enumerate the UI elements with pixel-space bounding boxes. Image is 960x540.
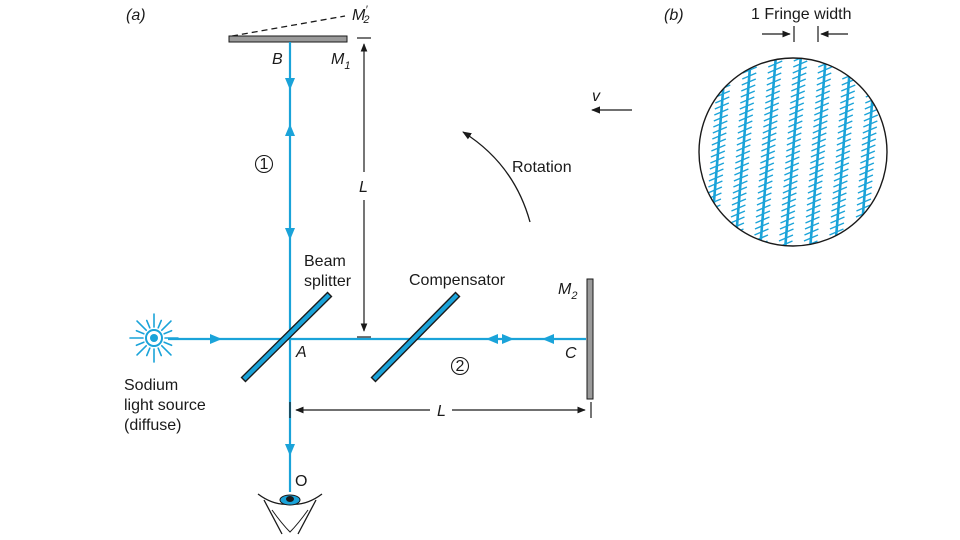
length-vertical-label: L	[359, 179, 368, 196]
eye-icon	[257, 493, 323, 535]
beam-splitter-label-2: splitter	[304, 273, 352, 290]
beam-splitter-glass	[242, 293, 331, 381]
point-o-label: O	[295, 473, 307, 490]
compensator-label: Compensator	[409, 272, 506, 289]
path-2-marker	[450, 356, 470, 376]
fringe-viewport	[698, 57, 888, 247]
rotation-label: Rotation	[512, 159, 572, 176]
light-source-icon	[129, 313, 179, 363]
mirror-m2-label: M2	[558, 281, 577, 302]
beam-arrow-right-2	[502, 334, 514, 344]
source-label-1: Sodium	[124, 377, 178, 394]
mirror-m2-prime-image	[231, 15, 346, 37]
beam-arrow-down-2	[285, 228, 295, 240]
rotation-arrow	[462, 131, 531, 223]
point-b-label: B	[272, 51, 283, 68]
panel-a-label: (a)	[126, 7, 146, 24]
beam-arrow-left-2	[542, 334, 554, 344]
path-1-marker	[254, 154, 274, 174]
mirror-m2	[586, 278, 594, 400]
velocity-label: v	[592, 88, 601, 105]
fringe-pattern	[698, 57, 888, 247]
mirror-m1-label: M1	[331, 51, 350, 72]
fringe-width-label: 1 Fringe width	[751, 6, 852, 23]
beam-arrow-up-1	[285, 124, 295, 136]
length-horizontal-label: L	[437, 403, 446, 420]
mirror-m2-prime-label: M′2	[352, 4, 370, 26]
beam-arrow-right-1	[210, 334, 222, 344]
panel-b-label: (b)	[664, 7, 684, 24]
path-1-label: 1	[260, 156, 269, 173]
beam-arrow-down-1	[285, 78, 295, 90]
beam-splitter-label-1: Beam	[304, 253, 346, 270]
source-label-3: (diffuse)	[124, 417, 182, 434]
point-a-label: A	[295, 344, 307, 361]
source-label-2: light source	[124, 397, 206, 414]
compensator-glass	[372, 293, 459, 381]
point-c-label: C	[565, 345, 577, 362]
beam-arrow-down-3	[285, 444, 295, 456]
path-2-label: 2	[456, 358, 465, 375]
mirror-m1	[228, 35, 348, 43]
beam-arrow-left-1	[486, 334, 498, 344]
